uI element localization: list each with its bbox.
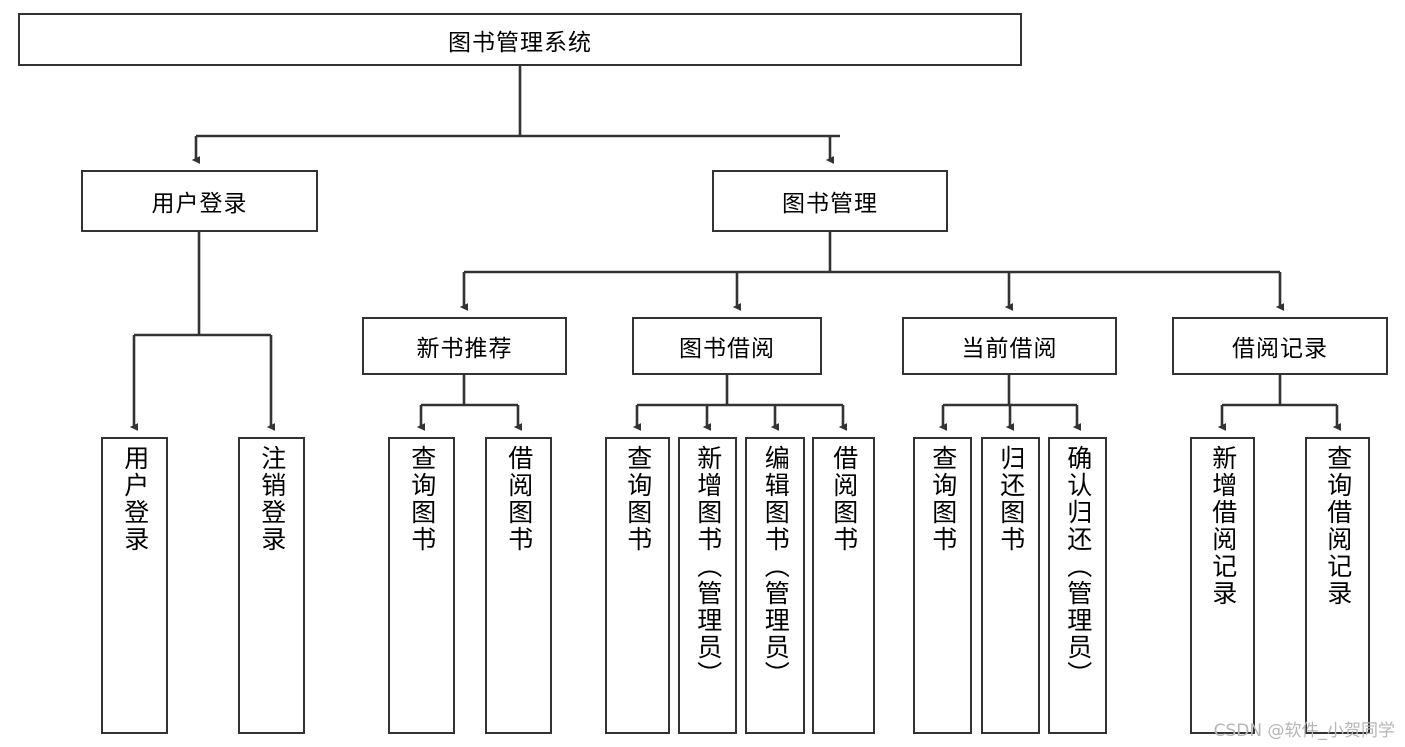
leaf-query-books-current[interactable]: 查询图书	[913, 437, 972, 734]
node-label: 图书借阅	[679, 336, 775, 362]
node-current-borrowing[interactable]: 当前借阅	[902, 317, 1117, 375]
node-borrow-records[interactable]: 借阅记录	[1172, 317, 1388, 375]
node-new-book-recommendation[interactable]: 新书推荐	[362, 317, 567, 375]
node-label: 新增图书（管理员）	[693, 445, 723, 688]
node-label: 编辑图书（管理员）	[761, 445, 791, 688]
node-label: 新增借阅记录	[1208, 445, 1238, 607]
node-label: 注销登录	[257, 445, 287, 553]
node-label: 用户登录	[151, 191, 248, 217]
watermark-text: CSDN @软件_小贺同学	[1213, 721, 1395, 741]
leaf-user-logout[interactable]: 注销登录	[238, 437, 305, 734]
node-label: 图书管理系统	[448, 29, 592, 56]
node-label: 借阅记录	[1232, 336, 1328, 362]
node-label: 查询借阅记录	[1323, 445, 1353, 607]
leaf-query-books-borrowing[interactable]: 查询图书	[605, 437, 670, 734]
node-label: 借阅图书	[504, 445, 534, 553]
node-label: 确认归还（管理员）	[1063, 445, 1093, 688]
leaf-borrow-books-borrowing[interactable]: 借阅图书	[812, 437, 875, 734]
node-book-management[interactable]: 图书管理	[712, 170, 948, 232]
leaf-edit-book-admin[interactable]: 编辑图书（管理员）	[745, 437, 805, 734]
node-user-login[interactable]: 用户登录	[81, 170, 318, 232]
node-label: 归还图书	[996, 445, 1026, 553]
node-label: 借阅图书	[829, 445, 859, 553]
leaf-borrow-books-recommend[interactable]: 借阅图书	[485, 437, 552, 734]
leaf-confirm-return-admin[interactable]: 确认归还（管理员）	[1048, 437, 1107, 734]
leaf-query-books-recommend[interactable]: 查询图书	[388, 437, 455, 734]
node-label: 图书管理	[782, 191, 878, 217]
node-label: 查询图书	[407, 445, 437, 553]
leaf-add-borrow-record[interactable]: 新增借阅记录	[1190, 437, 1255, 734]
leaf-return-books[interactable]: 归还图书	[981, 437, 1040, 734]
node-root-system[interactable]: 图书管理系统	[18, 13, 1022, 66]
node-label: 新书推荐	[416, 336, 513, 362]
leaf-user-login[interactable]: 用户登录	[101, 437, 168, 734]
leaf-add-book-admin[interactable]: 新增图书（管理员）	[678, 437, 737, 734]
node-label: 用户登录	[120, 445, 150, 553]
leaf-query-borrow-record[interactable]: 查询借阅记录	[1305, 437, 1370, 734]
node-label: 当前借阅	[961, 336, 1058, 362]
node-label: 查询图书	[928, 445, 958, 553]
node-book-borrowing[interactable]: 图书借阅	[632, 317, 822, 375]
node-label: 查询图书	[623, 445, 653, 553]
